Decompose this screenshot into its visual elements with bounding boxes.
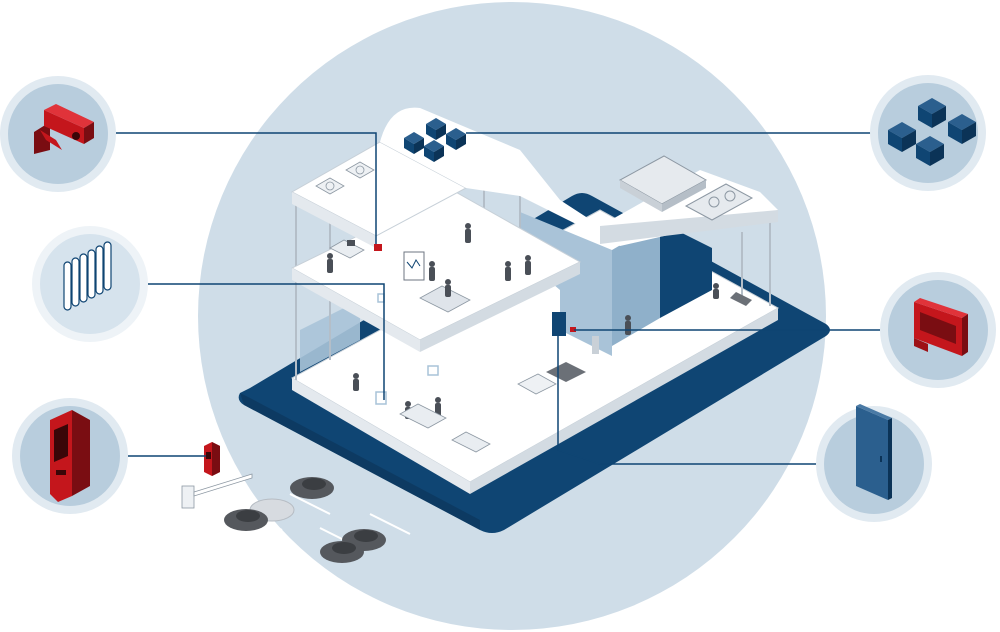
security-camera-icon bbox=[34, 104, 94, 154]
barrier-gate bbox=[181, 473, 253, 509]
server-cube bbox=[916, 136, 944, 166]
person-figure bbox=[505, 261, 511, 281]
server-cubes-icon bbox=[888, 98, 976, 166]
person-figure bbox=[713, 283, 719, 299]
roof-servers bbox=[404, 118, 466, 162]
radiator-icon bbox=[63, 241, 112, 311]
callout-heating[interactable] bbox=[32, 226, 148, 342]
roof bbox=[290, 107, 778, 248]
connector-lines bbox=[116, 132, 880, 465]
alarm-panel-icon bbox=[914, 298, 968, 356]
ticket-terminal bbox=[204, 442, 220, 476]
server-cube bbox=[918, 98, 946, 128]
parked-car bbox=[320, 541, 364, 563]
person-figure bbox=[525, 255, 531, 275]
callout-cctv[interactable] bbox=[0, 76, 116, 192]
person-figure bbox=[625, 315, 631, 335]
callout-door[interactable] bbox=[816, 404, 932, 522]
connector-door bbox=[557, 336, 816, 465]
server-cube bbox=[888, 122, 916, 152]
callout-servers[interactable] bbox=[870, 75, 986, 191]
person-figure bbox=[327, 253, 333, 273]
ground-furniture bbox=[399, 292, 752, 453]
parking-area bbox=[181, 442, 411, 587]
upper-floor bbox=[290, 189, 582, 352]
in-building-devices bbox=[374, 244, 576, 405]
person-figure bbox=[353, 373, 359, 391]
parked-car bbox=[290, 477, 334, 499]
connector-heating bbox=[148, 283, 385, 400]
parked-car bbox=[224, 509, 268, 531]
person-figure bbox=[445, 279, 451, 297]
callout-fire-alarm[interactable] bbox=[880, 272, 996, 388]
parking-ticket-machine-icon bbox=[50, 410, 90, 502]
person-figure bbox=[429, 261, 435, 281]
connector-cctv bbox=[116, 132, 377, 244]
people bbox=[327, 223, 719, 419]
callout-access-terminal[interactable] bbox=[12, 398, 128, 514]
door-icon bbox=[856, 404, 892, 500]
server-cube bbox=[948, 114, 976, 144]
person-figure bbox=[465, 223, 471, 243]
